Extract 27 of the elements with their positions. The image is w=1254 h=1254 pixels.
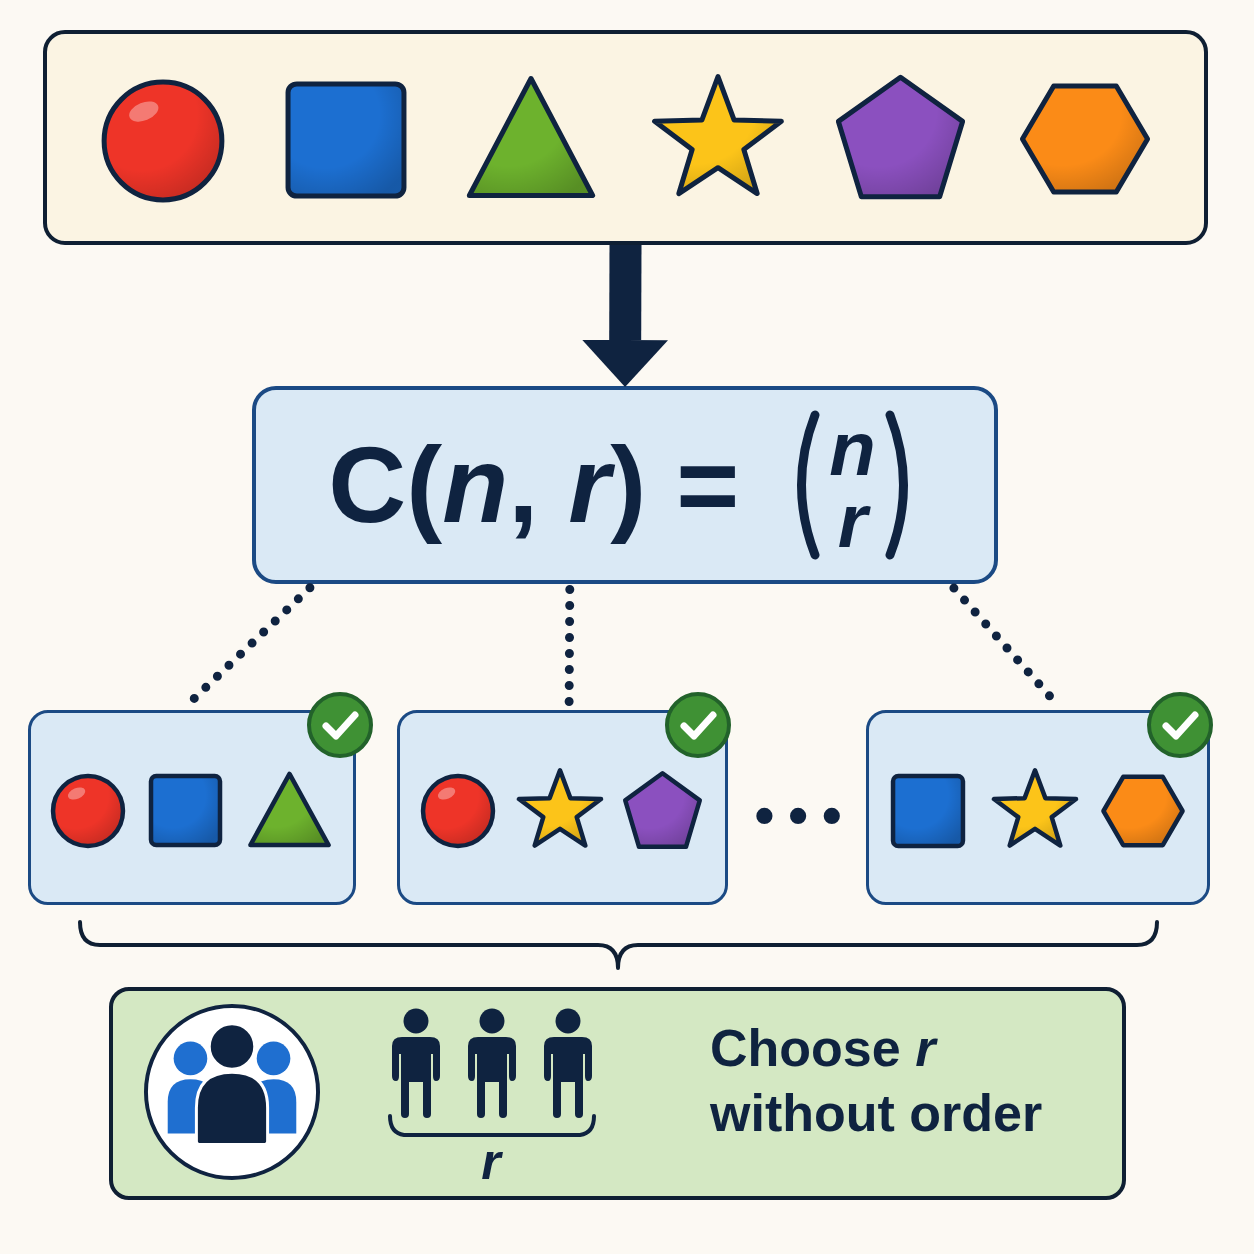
block-arrow — [582, 244, 669, 387]
hexagon-icon — [1017, 80, 1153, 198]
star-icon — [990, 765, 1079, 851]
pentagon-icon — [621, 769, 703, 850]
person-icon — [466, 1008, 518, 1118]
ellipsis: … — [748, 740, 848, 840]
variable-label: r — [481, 1137, 501, 1187]
pentagon-icon — [833, 72, 968, 202]
star-icon — [515, 765, 604, 851]
square-icon — [889, 772, 966, 849]
formula-box — [252, 386, 998, 584]
summary-panel — [109, 987, 1126, 1200]
triangle-icon — [246, 769, 332, 849]
hexagon-icon — [1099, 772, 1186, 849]
square-icon — [283, 79, 409, 201]
person-icon — [542, 1008, 594, 1118]
formula-text: C(n, r) = — [328, 422, 740, 547]
circle-icon — [99, 77, 227, 205]
group-icon — [143, 1003, 321, 1181]
dotted-line — [564, 585, 575, 709]
square-icon — [147, 772, 223, 848]
description-text: Choose r without order — [710, 1018, 1044, 1144]
circle-icon — [49, 772, 126, 849]
shape-panel — [43, 30, 1208, 245]
circle-icon — [419, 772, 496, 849]
binomial-term: n — [829, 413, 876, 485]
person-icon — [390, 1008, 442, 1118]
